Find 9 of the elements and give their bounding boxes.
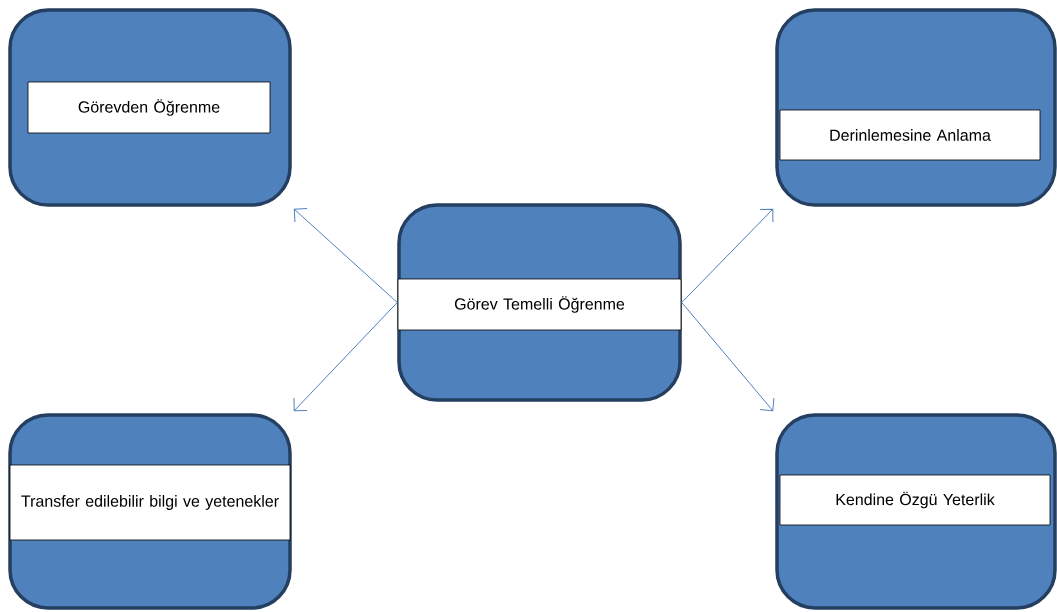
rounded-box: Görevden Öğrenme <box>8 8 292 207</box>
rounded-box: Derinlemesine Anlama <box>775 8 1057 207</box>
rounded-box: Kendine Özgü Yeterlik <box>775 413 1057 610</box>
rounded-box: Görev Temelli Öğrenme <box>397 203 682 402</box>
arrow <box>293 208 398 303</box>
arrow <box>293 302 398 412</box>
arrow <box>681 208 774 303</box>
rounded-box: Transfer edilebilir bilgi ve yetenekler <box>8 413 292 610</box>
arrow <box>681 302 775 412</box>
